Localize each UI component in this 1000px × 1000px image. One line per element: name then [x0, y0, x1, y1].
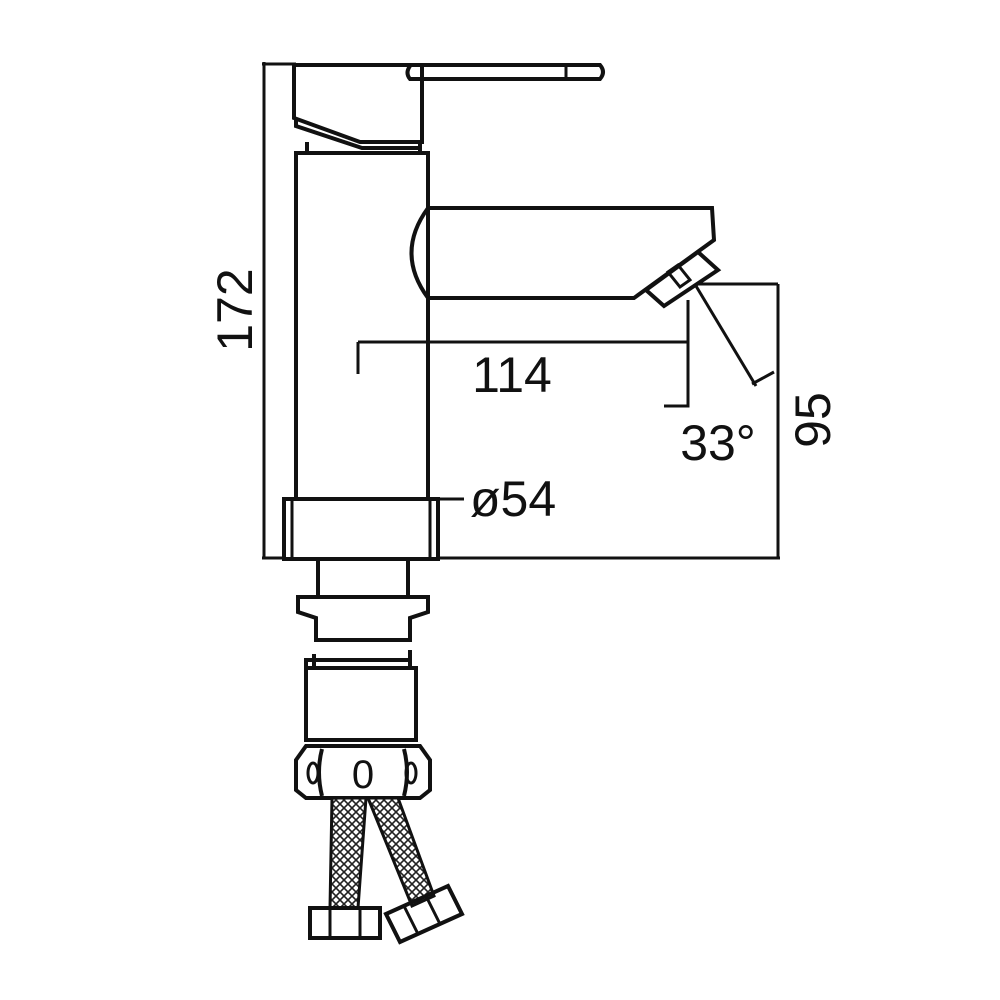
dimension-spout-height: 95	[438, 282, 841, 560]
nut-cap-mark: 0	[352, 753, 374, 797]
handle-lever	[292, 63, 605, 150]
dimension-spout-angle: 33°	[680, 285, 775, 471]
base-ring	[282, 497, 440, 561]
dimension-spout-reach-label: 114	[472, 347, 552, 403]
spout	[409, 206, 722, 309]
flex-hoses	[328, 796, 436, 910]
dimension-height-total: 172	[207, 62, 296, 560]
dimension-spout-angle-label: 33°	[680, 415, 756, 471]
dimension-spout-reach: 114	[356, 300, 690, 408]
hex-nut: 0	[294, 744, 432, 800]
dimension-base-diameter: ø54	[438, 471, 556, 527]
dimension-height-total-label: 172	[207, 268, 263, 351]
hose-fittings	[308, 883, 465, 945]
faucet-body	[294, 142, 430, 501]
mounting-shank	[296, 559, 430, 742]
dimension-spout-height-label: 95	[785, 392, 841, 448]
dimension-base-diameter-label: ø54	[470, 471, 556, 527]
